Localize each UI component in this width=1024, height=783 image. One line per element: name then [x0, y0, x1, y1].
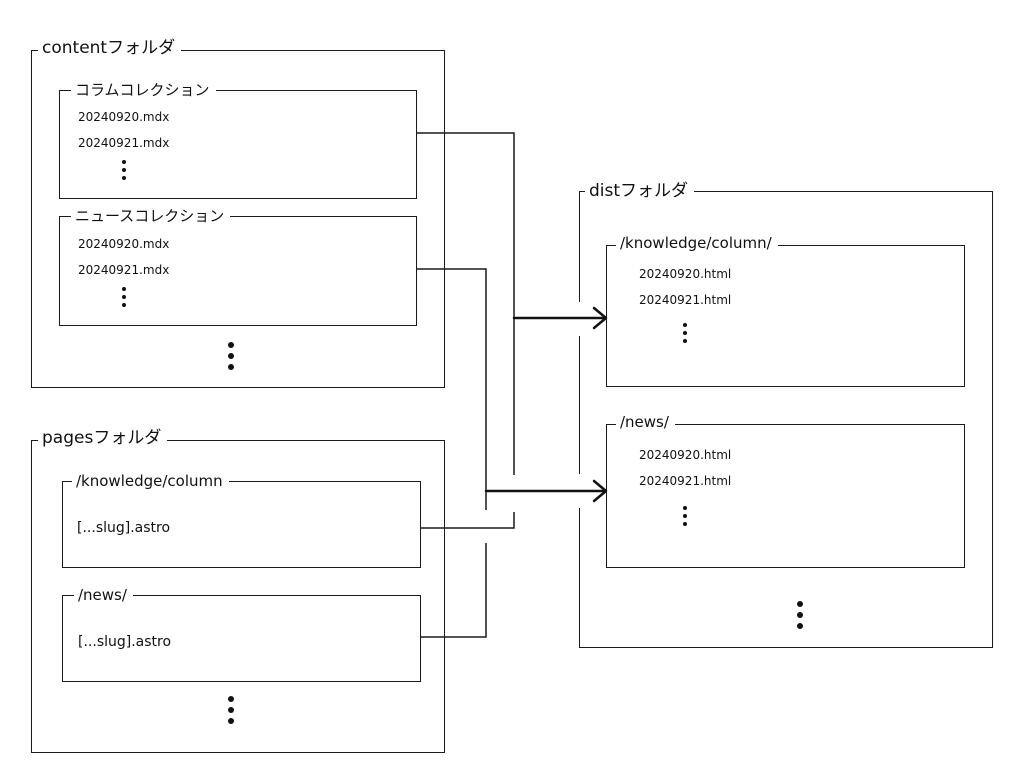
more-files-icon: [682, 506, 688, 530]
news-collection-label: ニュースコレクション: [71, 209, 231, 224]
column-collection: [59, 90, 417, 199]
column-route-label: /knowledge/column: [72, 474, 229, 489]
more-files-icon: [682, 323, 688, 347]
news-output: [606, 424, 965, 568]
news-collection: [59, 216, 417, 326]
more-files-icon: [121, 287, 127, 311]
news-route-file: [...slug].astro: [78, 634, 172, 650]
news-route: [62, 595, 421, 682]
more-routes-icon: [227, 696, 235, 729]
more-files-icon: [121, 160, 127, 184]
column-collection-file: 20240920.mdx: [78, 110, 170, 124]
dist-folder-label: distフォルダ: [585, 183, 695, 200]
column-output-file: 20240921.html: [639, 293, 732, 307]
news-collection-file: 20240921.mdx: [78, 263, 170, 277]
content-folder-label: contentフォルダ: [38, 40, 182, 57]
news-route-label: /news/: [74, 588, 133, 603]
column-collection-file: 20240921.mdx: [78, 136, 170, 150]
column-route-file: [...slug].astro: [77, 520, 171, 536]
news-collection-file: 20240920.mdx: [78, 237, 170, 251]
column-collection-label: コラムコレクション: [71, 83, 216, 98]
news-output-file: 20240920.html: [639, 448, 732, 462]
dist-folder: [579, 191, 993, 648]
more-outputs-icon: [796, 601, 804, 634]
news-output-file: 20240921.html: [639, 474, 732, 488]
column-output-label: /knowledge/column/: [616, 236, 778, 251]
column-output-file: 20240920.html: [639, 267, 732, 281]
column-route: [62, 481, 421, 568]
news-output-label: /news/: [616, 415, 675, 430]
more-collections-icon: [227, 342, 235, 375]
pages-folder-label: pagesフォルダ: [38, 430, 168, 447]
